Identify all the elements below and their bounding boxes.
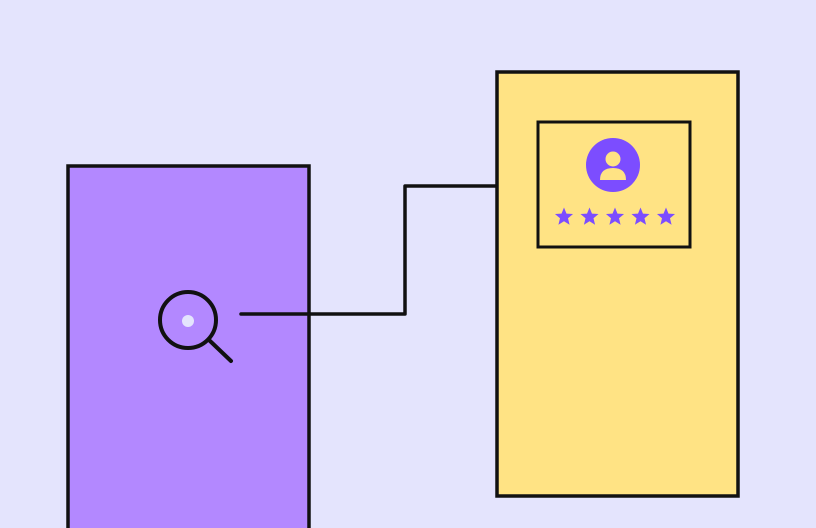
rating-stars — [554, 207, 676, 225]
star-icon — [580, 207, 599, 225]
profile-card-box — [536, 120, 692, 249]
source-panel — [66, 164, 311, 528]
avatar-head — [605, 151, 621, 167]
magnifying-glass-icon — [158, 290, 233, 363]
star-icon — [605, 207, 625, 225]
star-icon — [656, 207, 676, 225]
target-panel-box — [495, 70, 740, 498]
target-panel — [495, 70, 740, 498]
avatar-body — [600, 168, 626, 180]
star-icon — [631, 207, 650, 225]
profile-card — [536, 120, 692, 249]
connector-line — [239, 184, 524, 316]
lens-handle — [207, 338, 233, 363]
user-avatar-icon — [586, 138, 640, 192]
star-icon — [554, 207, 574, 225]
lens-ring — [158, 290, 218, 350]
lens-highlight — [182, 315, 194, 327]
